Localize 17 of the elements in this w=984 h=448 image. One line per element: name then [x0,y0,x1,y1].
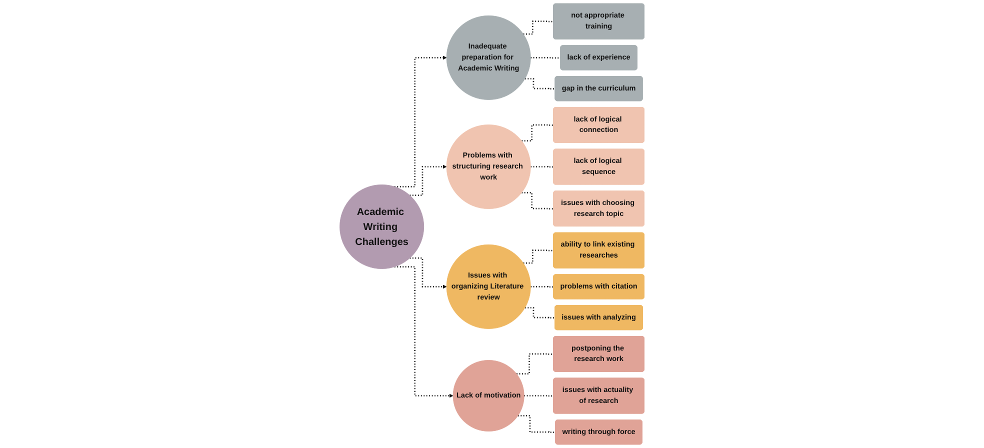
connector [524,395,554,397]
arrow [394,56,447,188]
connector [523,20,554,35]
arrow [394,266,454,398]
connector [530,57,561,59]
connector [522,192,554,210]
connector [524,307,556,318]
connector [530,166,554,168]
connector [530,286,554,288]
connector [524,78,556,90]
arrow [410,257,447,289]
arrow [410,164,447,196]
connector [523,250,554,264]
connector [516,353,554,375]
connector [518,415,556,433]
node-circle: Academic Writing Challenges [340,184,424,269]
connector [522,124,554,142]
